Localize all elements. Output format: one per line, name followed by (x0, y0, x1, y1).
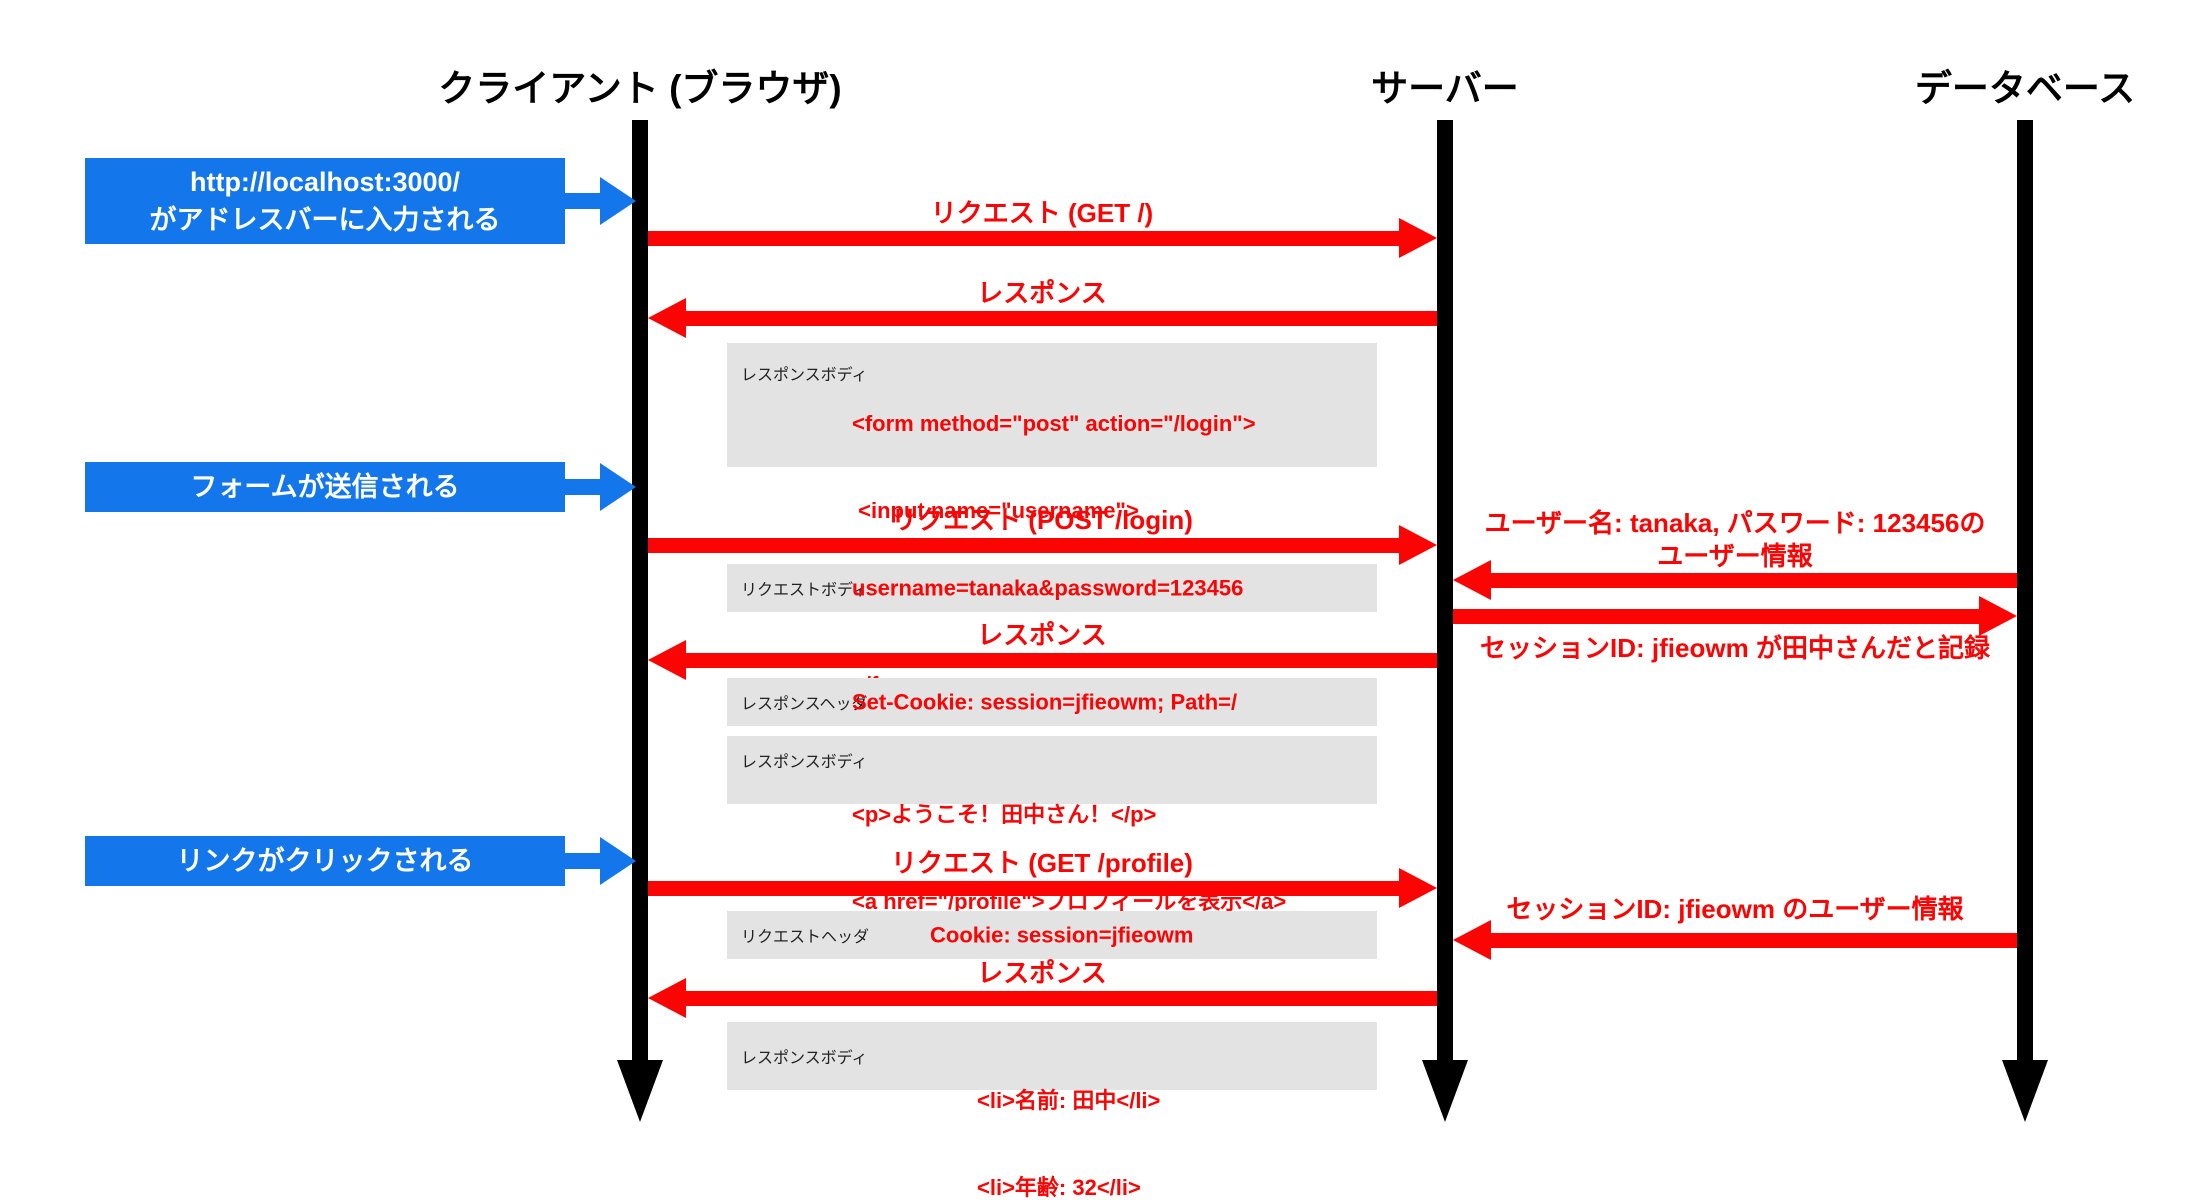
message-arrow-shaft (648, 881, 1399, 896)
message-arrow-shaft (648, 231, 1399, 246)
db-arrow-shaft (1453, 609, 1979, 624)
db-arrow-right-icon (1979, 596, 2017, 636)
payload-box-response-body-profile: レスポンスボディ <li>名前: 田中</li> <li>年齢: 32</li> (727, 1022, 1377, 1200)
message-label-request-post-login: リクエスト (POST /login) (891, 505, 1193, 535)
db-message-line: ユーザー名: tanaka, パスワード: 123456の (1484, 508, 1986, 538)
message-arrow-left-icon (648, 978, 686, 1018)
lifeline-server-arrowhead-icon (1422, 1060, 1468, 1122)
user-action-text-line: http://localhost:3000/ (189, 167, 461, 197)
message-arrow-right-icon (1399, 218, 1437, 258)
code-line: <form method="post" action="/login"> (852, 411, 1256, 436)
user-action-note-link-clicked: リンクがクリックされる (85, 836, 565, 886)
code-line: Cookie: session=jfieowm (930, 922, 1194, 948)
actor-label-database: データベース (1914, 68, 2136, 109)
actor-label-server: サーバー (1371, 68, 1519, 109)
payload-box-request-header: リクエストヘッダ Cookie: session=jfieowm (727, 911, 1377, 959)
payload-box-request-body: リクエストボディ username=tanaka&password=123456 (727, 564, 1377, 612)
payload-box-response-body-welcome: レスポンスボディ <p>ようこそ！田中さん！</p> <a href="/pro… (727, 736, 1377, 914)
db-arrow-left-icon (1453, 560, 1491, 600)
payload-box-response-header: レスポンスヘッダ Set-Cookie: session=jfieowm; Pa… (727, 678, 1377, 726)
db-message-line: ユーザー情報 (1657, 541, 1813, 571)
db-arrow-shaft (1491, 933, 2017, 948)
user-action-arrow-shaft (565, 193, 607, 209)
message-label-response-3: レスポンス (977, 958, 1107, 988)
user-action-text-line: がアドレスバーに入力される (149, 205, 501, 235)
user-action-text-line: フォームが送信される (190, 472, 460, 502)
user-action-arrow-shaft (565, 853, 607, 869)
payload-tag: レスポンスボディ (741, 367, 868, 384)
code-line: <li>年齢: 32</li> (977, 1175, 1141, 1200)
db-message-line: セッションID: jfieowm が田中さんだと記録 (1480, 633, 1990, 663)
user-action-text-line: リンクがクリックされる (176, 846, 474, 876)
payload-tag: リクエストボディ (741, 582, 868, 599)
user-action-arrow-shaft (565, 479, 607, 495)
lifeline-database-arrowhead-icon (2002, 1060, 2048, 1122)
db-arrow-left-icon (1453, 920, 1491, 960)
code-line: Set-Cookie: session=jfieowm; Path=/ (852, 689, 1238, 715)
payload-code: username=tanaka&password=123456 (852, 516, 1243, 661)
message-arrow-shaft (686, 991, 1437, 1006)
message-arrow-shaft (686, 311, 1437, 326)
user-action-note-form-submitted: フォームが送信される (85, 462, 565, 512)
lifeline-server (1437, 120, 1453, 1065)
message-arrow-shaft (686, 653, 1437, 668)
user-action-arrow-icon (600, 177, 636, 225)
user-action-arrow-icon (600, 837, 636, 885)
db-arrow-shaft (1491, 573, 2017, 588)
message-arrow-right-icon (1399, 868, 1437, 908)
code-line: <input name="username"> (852, 498, 1139, 523)
message-label-response-1: レスポンス (977, 278, 1107, 308)
code-line: username=tanaka&password=123456 (852, 575, 1244, 601)
payload-tag: レスポンスボディ (741, 754, 868, 771)
code-line: <p>ようこそ！田中さん！</p> (852, 802, 1157, 827)
payload-code: <li>名前: 田中</li> <li>年齢: 32</li> (977, 1028, 1160, 1200)
payload-tag: レスポンスヘッダ (741, 696, 868, 713)
user-action-arrow-icon (600, 463, 636, 511)
db-message-label-session-recorded: セッションID: jfieowm が田中さんだと記録 (1455, 632, 2015, 665)
db-message-label-session-user-info: セッションID: jfieowm のユーザー情報 (1455, 893, 2015, 926)
message-arrow-shaft (648, 538, 1399, 553)
code-line: <li>名前: 田中</li> (977, 1088, 1161, 1113)
db-message-line: セッションID: jfieowm のユーザー情報 (1506, 894, 1964, 924)
message-arrow-left-icon (648, 298, 686, 338)
db-message-label-user-info: ユーザー名: tanaka, パスワード: 123456の ユーザー情報 (1455, 507, 2015, 573)
message-arrow-left-icon (648, 640, 686, 680)
payload-tag: レスポンスボディ (741, 1050, 868, 1067)
message-arrow-right-icon (1399, 525, 1437, 565)
payload-code: Cookie: session=jfieowm (930, 863, 1193, 1008)
payload-code: Set-Cookie: session=jfieowm; Path=/ (852, 630, 1237, 775)
user-action-note-url-entered: http://localhost:3000/ がアドレスバーに入力される (85, 158, 565, 244)
message-label-response-2: レスポンス (977, 620, 1107, 650)
message-label-request-get-profile: リクエスト (GET /profile) (891, 848, 1193, 878)
message-label-request-get-root: リクエスト (GET /) (930, 198, 1154, 228)
actor-label-client: クライアント (ブラウザ) (438, 68, 842, 109)
payload-box-response-body-form: レスポンスボディ <form method="post" action="/lo… (727, 343, 1377, 697)
lifeline-client (632, 120, 648, 1065)
lifeline-database (2017, 120, 2033, 1065)
lifeline-client-arrowhead-icon (617, 1060, 663, 1122)
payload-tag: リクエストヘッダ (741, 929, 870, 946)
